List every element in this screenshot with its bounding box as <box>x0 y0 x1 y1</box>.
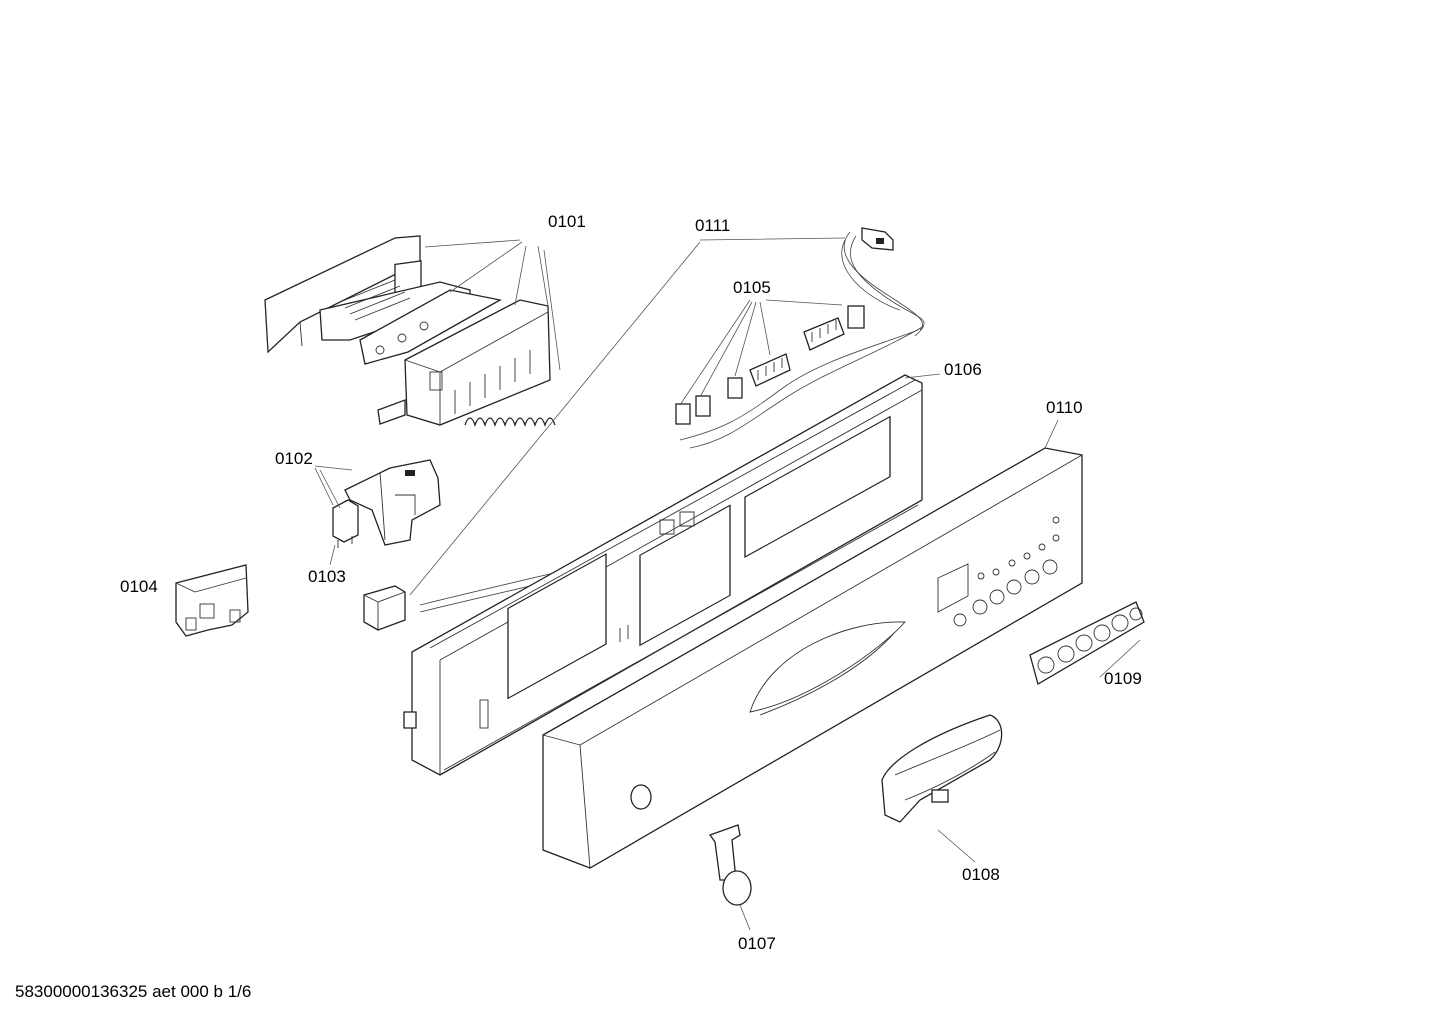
part-0105-connectors <box>675 305 865 425</box>
part-0109-button-strip <box>1029 601 1145 685</box>
document-footer: 58300000136325 aet 000 b 1/6 <box>15 982 251 1001</box>
part-labels: 0101 0111 0105 0106 0110 0102 0103 0104 … <box>120 212 1142 953</box>
label-0102: 0102 <box>275 449 313 468</box>
label-0110: 0110 <box>1046 398 1083 417</box>
label-0108: 0108 <box>962 865 1000 884</box>
label-0111: 0111 <box>695 216 730 235</box>
label-0103: 0103 <box>308 567 346 586</box>
label-0105: 0105 <box>733 278 771 297</box>
label-0104: 0104 <box>120 577 158 596</box>
label-0107: 0107 <box>738 934 776 953</box>
label-0106: 0106 <box>944 360 982 379</box>
leader-lines <box>314 237 1141 931</box>
label-0101: 0101 <box>548 212 586 231</box>
part-0107-lock <box>708 824 752 906</box>
part-0103-capacitor <box>332 499 359 548</box>
part-0101-control-module <box>264 235 556 427</box>
label-0109: 0109 <box>1104 669 1142 688</box>
part-0102-switch <box>344 459 441 546</box>
part-0108-door-handle <box>881 714 1003 823</box>
part-0104-bracket <box>175 564 249 637</box>
part-0106-mounting-frame <box>403 374 923 776</box>
